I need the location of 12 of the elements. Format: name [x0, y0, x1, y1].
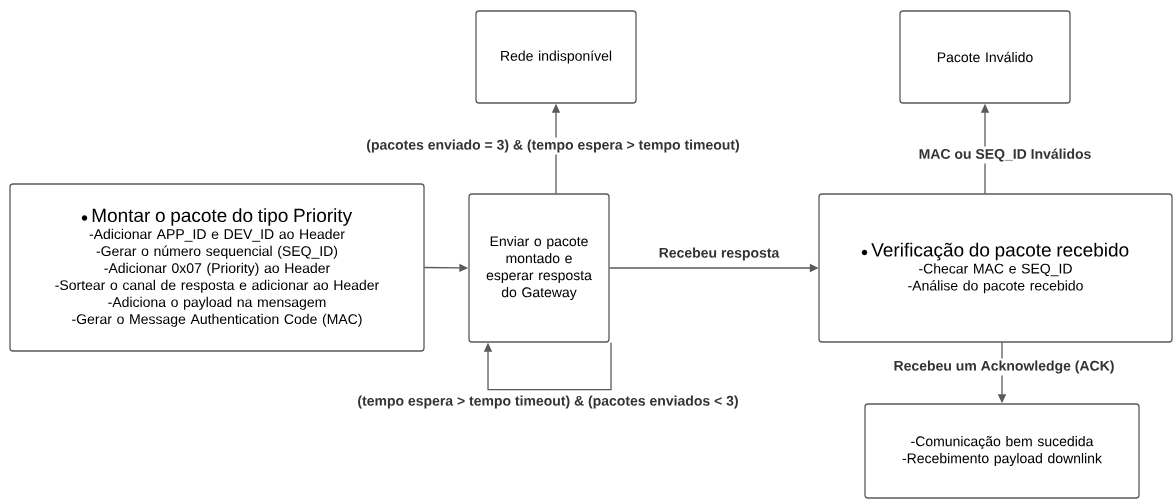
process-box: Enviar o pacote montado e esperar resposta do Gateway	[468, 193, 610, 343]
edge-label: Recebeu resposta	[656, 245, 782, 263]
process-box: Pacote Inválido	[899, 10, 1071, 104]
edge-label: MAC ou SEQ_ID Inválidos	[916, 146, 1094, 164]
edge-label: (pacotes enviado = 3) & (tempo espera > tempo timeout)	[364, 137, 742, 155]
edge-label: (tempo espera > tempo timeout) & (pacotes enviados < 3)	[355, 393, 741, 411]
process-box: Montar o pacote do tipo Priority -Adicionar APP_ID e DEV_ID ao Header -Gerar o número sequencial (SEQ_ID) -Adicionar 0x07 (Priority) ao Header -Sortear o canal de resposta e adicionar ao Header -Adiciona o payload na mensagem -Gerar o Message Authentication Code (MAC)	[9, 183, 425, 352]
process-box: Verificação do pacote recebido -Checar MAC e SEQ_ID -Análise do pacote recebido	[818, 193, 1173, 343]
arrow	[483, 342, 612, 391]
process-box: -Comunicação bem sucedida -Recebimento payload downlink	[864, 403, 1140, 499]
process-box: Rede indisponível	[475, 10, 637, 104]
edge-label: Recebeu um Acknowledge (ACK)	[891, 358, 1117, 376]
